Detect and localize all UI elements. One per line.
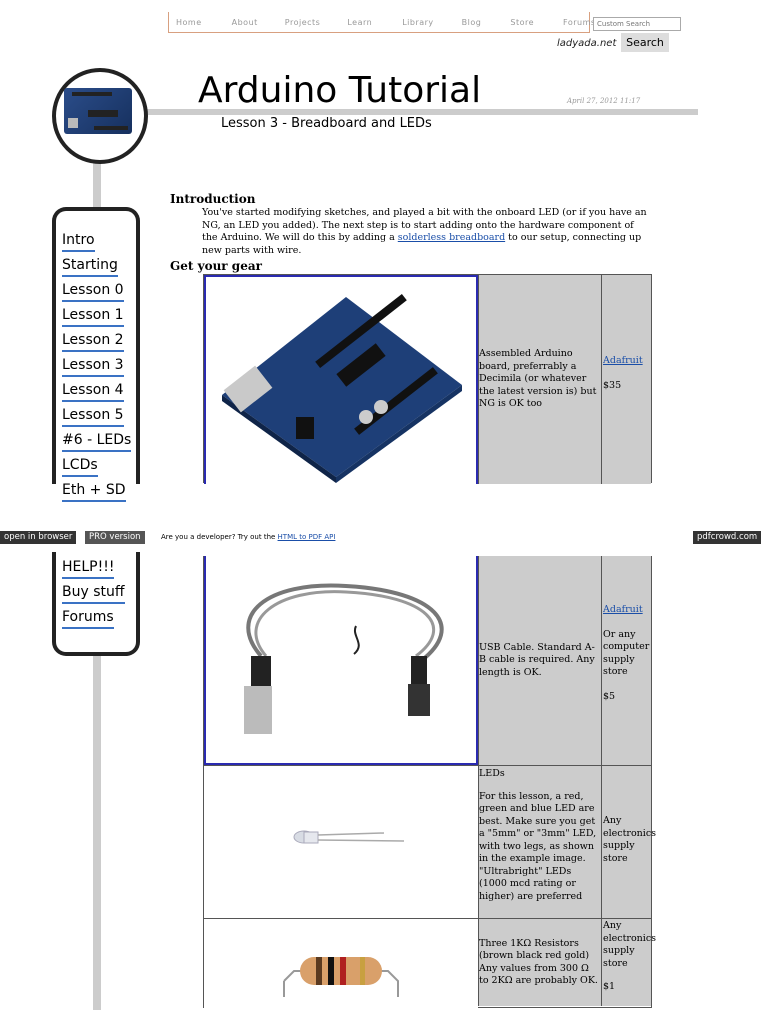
resistor-desc-cell: Three 1KΩ Resistors (brown black red gol… <box>478 919 602 1006</box>
usb-image-cell <box>204 556 478 765</box>
intro-heading: Introduction <box>170 192 256 206</box>
nav-forums[interactable]: Forums <box>563 17 596 27</box>
sidenav-lesson-3[interactable]: Lesson 3 <box>62 356 124 377</box>
side-nav-lower: HELP!!! Buy stuff Forums <box>52 552 140 656</box>
arduino-board-photo <box>222 293 462 483</box>
sidenav-starting[interactable]: Starting <box>62 256 118 277</box>
resistor-price: $1 <box>603 981 616 992</box>
arduino-desc-cell: Assembled Arduino board, preferrably a D… <box>478 275 602 484</box>
resistor-source-cell: Any electronics supply store $1 <box>602 919 656 1006</box>
resistor-photo <box>283 957 399 997</box>
arduino-logo-icon <box>64 88 132 134</box>
sidenav-intro[interactable]: Intro <box>62 231 95 252</box>
led-source-note: Any electronics supply store <box>603 815 657 864</box>
nav-learn[interactable]: Learn <box>347 17 373 27</box>
intro-paragraph: You've started modifying sketches, and p… <box>202 207 648 257</box>
sidenav-lesson-0[interactable]: Lesson 0 <box>62 281 124 302</box>
developer-note: Are you a developer? Try out the HTML to… <box>161 533 335 541</box>
intro-text-1: You've started modifying sketches, and p… <box>202 207 647 243</box>
nav-about[interactable]: About <box>231 17 258 27</box>
gear-table-top: Assembled Arduino board, preferrably a D… <box>203 274 652 484</box>
row-divider <box>204 918 651 919</box>
usb-source-note: Or any computer supply store <box>603 628 650 678</box>
led-desc-cell: LEDs For this lesson, a red, green and b… <box>478 766 602 918</box>
sidenav-help[interactable]: HELP!!! <box>62 558 115 579</box>
developer-text: Are you a developer? Try out the <box>161 533 278 541</box>
nav-home[interactable]: Home <box>176 17 202 27</box>
arduino-image-cell <box>204 275 478 484</box>
nav-store[interactable]: Store <box>510 17 535 27</box>
resistor-source-note: Any electronics supply store <box>603 920 657 969</box>
nav-projects[interactable]: Projects <box>284 17 321 27</box>
led-desc: For this lesson, a red, green and blue L… <box>479 790 597 902</box>
adafruit-link-2[interactable]: Adafruit <box>603 604 643 615</box>
search-input[interactable]: Custom Search <box>593 17 681 31</box>
row-divider <box>204 765 651 766</box>
pro-version-button[interactable]: PRO version <box>85 531 145 544</box>
page-subtitle: Lesson 3 - Breadboard and LEDs <box>221 116 432 131</box>
sidenav-lesson-4[interactable]: Lesson 4 <box>62 381 124 402</box>
usb-desc: USB Cable. Standard A-B cable is require… <box>479 641 595 678</box>
sidenav-lesson-5[interactable]: Lesson 5 <box>62 406 124 427</box>
led-image-cell <box>204 766 478 918</box>
breadboard-link[interactable]: solderless breadboard <box>397 232 506 243</box>
led-photo <box>293 830 405 844</box>
nav-blog[interactable]: Blog <box>461 17 482 27</box>
usb-source-cell: Adafruit Or any computer supply store $5 <box>602 556 651 765</box>
usb-price: $5 <box>603 690 616 702</box>
side-bar-lower <box>93 654 101 1010</box>
usb-cable-photo <box>244 583 444 734</box>
intro-text-2: to our setup, connecting up new parts wi… <box>202 232 642 256</box>
page-title: Arduino Tutorial <box>198 70 482 111</box>
led-title: LEDs <box>479 768 505 779</box>
sidenav-lesson-2[interactable]: Lesson 2 <box>62 331 124 352</box>
usb-desc-cell: USB Cable. Standard A-B cable is require… <box>478 556 602 765</box>
arduino-desc: Assembled Arduino board, preferrably a D… <box>479 348 597 410</box>
pdfcrowd-link[interactable]: pdfcrowd.com <box>693 531 762 544</box>
top-nav: Home About Projects Learn Library Blog S… <box>168 12 595 33</box>
pdf-bar <box>0 530 768 544</box>
sidenav-lesson-1[interactable]: Lesson 1 <box>62 306 124 327</box>
html-to-pdf-link[interactable]: HTML to PDF API <box>277 533 336 541</box>
gear-table-bottom: USB Cable. Standard A-B cable is require… <box>203 556 656 1008</box>
gear-heading: Get your gear <box>170 259 262 273</box>
arduino-source-cell: Adafruit $35 <box>602 275 651 484</box>
header-rule <box>120 109 698 115</box>
led-source-cell: Any electronics supply store <box>602 766 656 918</box>
sidenav-buy-stuff[interactable]: Buy stuff <box>62 583 125 604</box>
arduino-price: $35 <box>603 379 622 391</box>
sidenav-leds[interactable]: #6 - LEDs <box>62 431 132 452</box>
search-button[interactable]: Search <box>621 33 669 52</box>
adafruit-link-1[interactable]: Adafruit <box>603 355 643 366</box>
open-in-browser-button[interactable]: open in browser <box>0 531 77 544</box>
resistor-image-cell <box>204 919 478 1008</box>
side-nav: Intro Starting Lesson 0 Lesson 1 Lesson … <box>52 207 140 502</box>
brand-label: ladyada.net <box>557 38 617 49</box>
side-connector <box>93 150 101 210</box>
date-stamp: April 27, 2012 11:17 <box>567 97 641 105</box>
nav-library[interactable]: Library <box>402 17 434 27</box>
sidenav-eth-sd[interactable]: Eth + SD <box>62 481 126 502</box>
sidenav-forums[interactable]: Forums <box>62 608 114 629</box>
sidenav-lcds[interactable]: LCDs <box>62 456 98 477</box>
resistor-desc: Three 1KΩ Resistors (brown black red gol… <box>479 937 598 987</box>
